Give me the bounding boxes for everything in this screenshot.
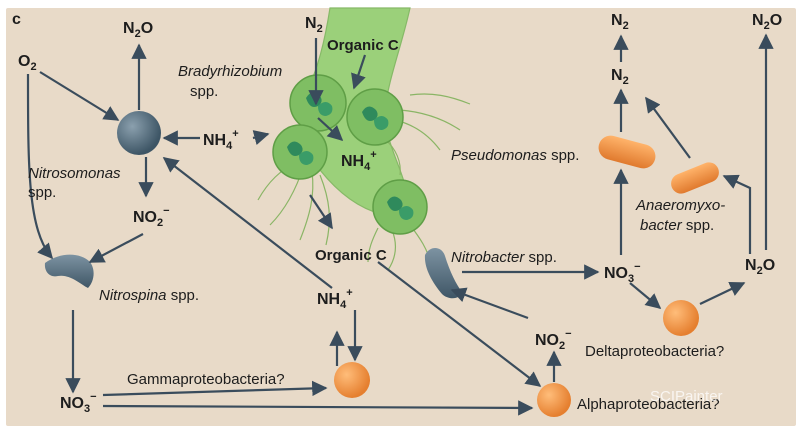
no2-sup: −	[163, 205, 169, 217]
nitrobacter-genus: Nitrobacter	[451, 249, 525, 266]
label-pseudomonas: Pseudomonas spp.	[451, 147, 579, 164]
no3-sup: −	[634, 261, 640, 273]
chem-nh4-center: NH4+	[317, 287, 353, 311]
nh4-sup: +	[232, 128, 238, 140]
pseudomonas-spp: spp.	[551, 147, 579, 164]
o2-o: O	[18, 53, 30, 70]
no2-sub: 2	[157, 217, 163, 229]
deltaproteobacteria-cell	[663, 300, 699, 336]
label-organic-c-center: Organic C	[315, 247, 387, 264]
chem-o2: O2	[18, 53, 37, 73]
n2o-sub: 2	[135, 28, 141, 40]
chem-n2-right-mid: N2	[611, 67, 629, 87]
no3-no: NO	[60, 395, 84, 412]
chem-no2-right: NO2−	[535, 328, 572, 352]
no2-sup: −	[565, 328, 571, 340]
chem-n2o-right-lower: N2O	[745, 257, 775, 277]
root-nodule-2	[346, 88, 404, 146]
no3-sub: 3	[84, 403, 90, 415]
watermark: SCIPainter	[650, 388, 723, 405]
label-gammaproteobacteria: Gammaproteobacteria?	[127, 371, 285, 388]
pseudomonas-genus: Pseudomonas	[451, 147, 547, 164]
flux-arrows	[26, 33, 774, 416]
n2o-n: N	[745, 257, 757, 274]
n2-n: N	[611, 12, 623, 29]
n2o-n: N	[752, 12, 764, 29]
root-nodule-3	[272, 124, 328, 180]
nh4-nh: NH	[317, 291, 340, 308]
nh4-sup: +	[346, 287, 352, 299]
bacter-spp: spp.	[686, 217, 714, 234]
label-nitrosomonas: Nitrosomonas	[28, 165, 121, 182]
chem-no3-right: NO3−	[604, 261, 641, 285]
no2-no: NO	[535, 332, 559, 349]
n2o-o: O	[770, 12, 782, 29]
no2-sub: 2	[559, 340, 565, 352]
gammaproteobacteria-cell	[334, 362, 370, 398]
alphaproteobacteria-cell	[537, 383, 571, 417]
nh4-sub: 4	[340, 299, 347, 311]
nh4-sub: 4	[226, 140, 233, 152]
pseudomonas-cell	[598, 135, 656, 169]
chem-n2-top-right: N2	[611, 12, 629, 32]
nh4-nh: NH	[341, 153, 364, 170]
no3-sub: 3	[628, 273, 634, 285]
root-nodule-1	[289, 74, 347, 132]
bacter-genus: bacter	[640, 217, 683, 234]
no2-no: NO	[133, 209, 157, 226]
nitrospina-spp: spp.	[171, 287, 199, 304]
panel-letter: c	[12, 11, 21, 28]
no3-sup: −	[90, 391, 96, 403]
label-nitrobacter: Nitrobacter spp.	[451, 249, 557, 266]
label-bradyrhizobium: Bradyrhizobium	[178, 63, 282, 80]
root-nodule-4	[372, 179, 428, 235]
n2o-n: N	[123, 20, 135, 37]
chem-no2-left: NO2−	[133, 205, 170, 229]
n2-sub: 2	[623, 20, 629, 32]
n2-sub: 2	[317, 23, 323, 35]
anaeromyxobacter-cell	[671, 162, 719, 194]
label-bradyrhizobium-spp: spp.	[190, 83, 218, 100]
label-alphaproteobacteria: Alphaproteobacteria?	[577, 396, 720, 413]
n2-n: N	[305, 15, 317, 32]
nh4-nh: NH	[203, 132, 226, 149]
nh4-sub: 4	[364, 161, 371, 173]
n2-n: N	[611, 67, 623, 84]
chem-nh4-left: NH4+	[203, 128, 239, 152]
label-bacter-spp: bacter spp.	[640, 217, 714, 234]
nh4-sup: +	[370, 149, 376, 161]
chem-no3-left: NO3−	[60, 391, 97, 415]
chem-n2-top: N2	[305, 15, 323, 35]
chem-nh4-nodule: NH4+	[341, 149, 377, 173]
chem-n2o-top-right: N2O	[752, 12, 782, 32]
n2o-o: O	[763, 257, 775, 274]
n2o-o: O	[141, 20, 153, 37]
label-organic-c-top: Organic C	[327, 37, 399, 54]
no3-no: NO	[604, 265, 628, 282]
n2o-sub: 2	[757, 265, 763, 277]
nitrobacter-cell	[424, 247, 462, 299]
chem-n2o-top-left: N2O	[123, 20, 153, 40]
label-deltaproteobacteria: Deltaproteobacteria?	[585, 343, 724, 360]
nitrospina-genus: Nitrospina	[99, 287, 167, 304]
n2o-sub: 2	[764, 20, 770, 32]
label-anaeromyxo: Anaeromyxo-	[635, 197, 725, 214]
o2-sub: 2	[30, 61, 36, 73]
nitrobacter-spp: spp.	[529, 249, 557, 266]
nitrosomonas-cell	[117, 111, 161, 155]
label-nitrospina: Nitrospina spp.	[99, 287, 199, 304]
label-nitrosomonas-spp: spp.	[28, 184, 56, 201]
n2-sub: 2	[623, 75, 629, 87]
nitrospina-cell	[44, 254, 94, 288]
